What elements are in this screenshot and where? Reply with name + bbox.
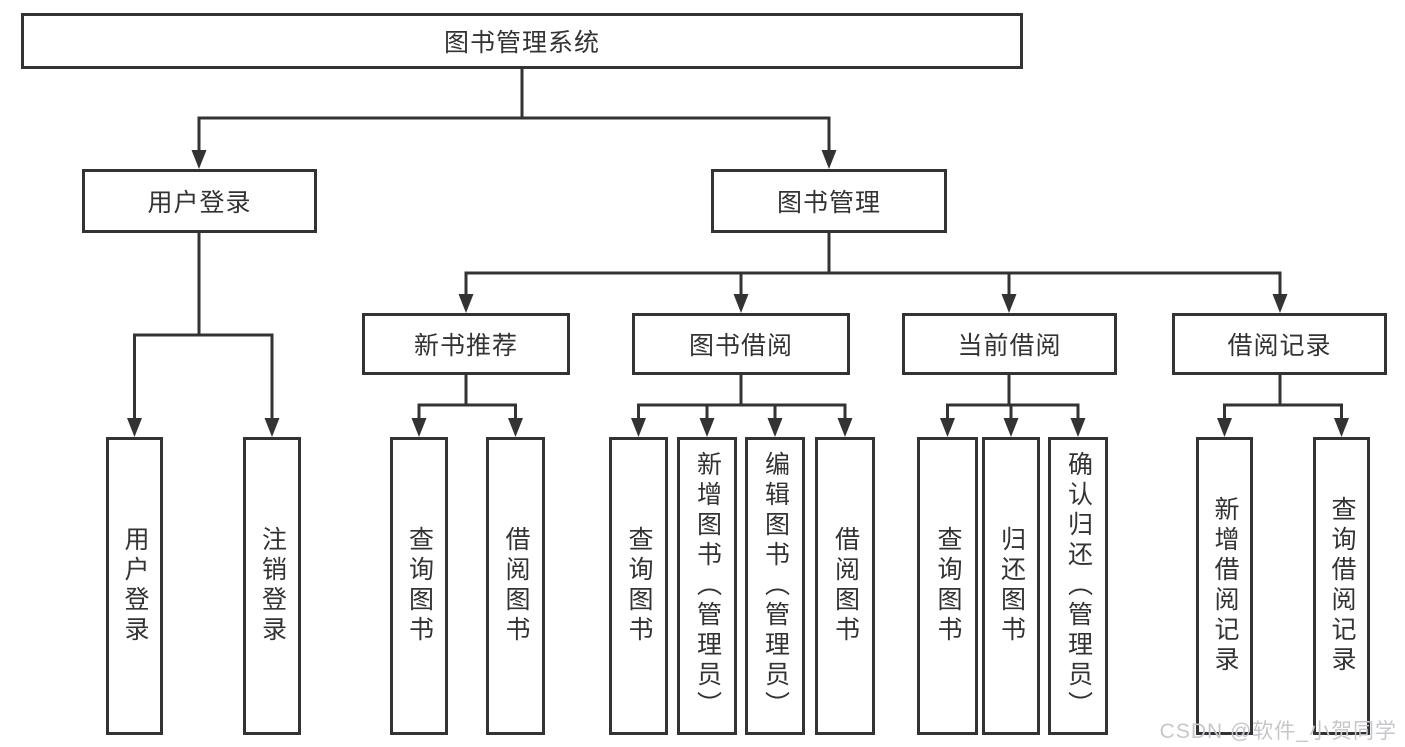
leaf-borrow-books-recommend-label: 借阅图书 [502, 526, 530, 646]
leaf-query-books-current: 查询图书 [917, 437, 978, 735]
node-system-root: 图书管理系统 [21, 13, 1023, 69]
leaf-query-borrow-record: 查询借阅记录 [1313, 437, 1370, 735]
node-current-borrow-label: 当前借阅 [957, 332, 1062, 360]
rail-user-login-children [133, 333, 274, 421]
node-new-book-recommend: 新书推荐 [362, 313, 570, 375]
leaf-add-book-admin: 新增图书（管理员） [677, 437, 737, 735]
node-book-management-label: 图书管理 [776, 189, 881, 217]
leaf-edit-book-admin-label: 编辑图书（管理员） [761, 451, 790, 721]
node-current-borrow: 当前借阅 [902, 313, 1117, 375]
node-book-borrow: 图书借阅 [632, 313, 850, 375]
arrowheads [127, 150, 1349, 437]
rail-current-borrow-children [946, 403, 1080, 421]
leaf-add-book-admin-label: 新增图书（管理员） [693, 451, 722, 721]
leaf-query-borrow-record-label: 查询借阅记录 [1328, 496, 1356, 676]
node-user-login-label: 用户登录 [147, 189, 252, 217]
rail-borrow-records-children [1223, 403, 1343, 421]
leaf-confirm-return-admin: 确认归还（管理员） [1048, 437, 1108, 735]
node-system-root-label: 图书管理系统 [443, 29, 600, 57]
leaf-edit-book-admin: 编辑图书（管理员） [745, 437, 805, 735]
leaf-user-login-label: 用户登录 [121, 526, 149, 646]
leaf-query-books-borrow: 查询图书 [609, 437, 668, 735]
leaf-logout-label: 注销登录 [258, 526, 287, 646]
node-new-book-recommend-label: 新书推荐 [413, 332, 518, 360]
rail-new-book-children [417, 403, 517, 421]
leaf-borrow-books-recommend: 借阅图书 [486, 437, 545, 735]
leaf-borrow-books-borrow-label: 借阅图书 [831, 526, 860, 646]
leaf-query-books-borrow-label: 查询图书 [625, 526, 653, 646]
node-book-borrow-label: 图书借阅 [688, 332, 793, 360]
node-book-management: 图书管理 [711, 169, 947, 233]
node-user-login: 用户登录 [82, 169, 317, 233]
rail-book-borrow-children [637, 403, 847, 421]
leaf-return-book: 归还图书 [982, 437, 1040, 735]
leaf-query-books-recommend-label: 查询图书 [405, 526, 434, 646]
leaf-borrow-books-borrow: 借阅图书 [815, 437, 875, 735]
leaf-user-login: 用户登录 [106, 437, 163, 735]
leaf-query-books-current-label: 查询图书 [934, 526, 962, 646]
leaf-confirm-return-admin-label: 确认归还（管理员） [1064, 451, 1093, 721]
leaf-add-borrow-record-label: 新增借阅记录 [1211, 496, 1239, 676]
rail-level2 [197, 116, 831, 153]
leaf-return-book-label: 归还图书 [997, 526, 1026, 646]
csdn-watermark: CSDN @软件_小贺同学 [1159, 720, 1397, 743]
rail-level3 [464, 271, 1282, 297]
node-borrow-records: 借阅记录 [1172, 313, 1387, 375]
node-borrow-records-label: 借阅记录 [1227, 332, 1332, 360]
leaf-query-books-recommend: 查询图书 [390, 437, 448, 735]
leaf-add-borrow-record: 新增借阅记录 [1196, 437, 1253, 735]
leaf-logout: 注销登录 [243, 437, 301, 735]
